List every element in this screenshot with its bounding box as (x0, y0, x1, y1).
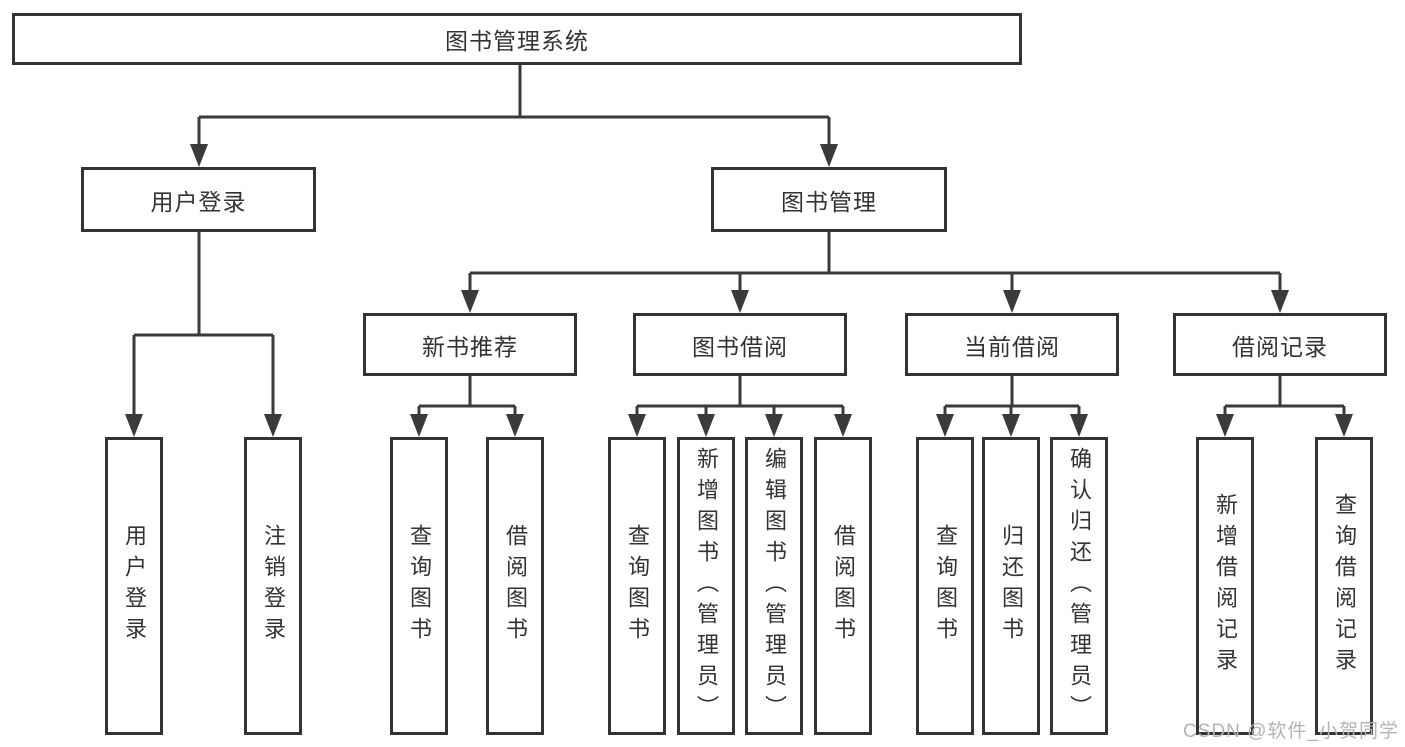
node-label: 查询图书 (625, 524, 650, 648)
node-label: 查询图书 (407, 524, 432, 648)
node-label: 注销登录 (261, 524, 286, 648)
leaf-current-confirm-return-admin: 确认归还（管理员） (1050, 437, 1108, 735)
connector-root-to-level2 (190, 65, 838, 167)
node-label: 当前借阅 (964, 333, 1060, 360)
leaf-borrow-add-books-admin: 新增图书（管理员） (677, 437, 735, 735)
node-label: 用户登录 (150, 188, 247, 215)
node-new-book-recommendation: 新书推荐 (363, 313, 577, 376)
node-label: 新增借阅记录 (1213, 493, 1238, 679)
watermark: CSDN @软件_小贺同学 (1183, 721, 1399, 742)
node-book-management: 图书管理 (711, 167, 947, 232)
connector-book-borrowing-to-leaves (628, 376, 852, 437)
node-root: 图书管理系统 (12, 13, 1022, 65)
leaf-borrow-borrow-books: 借阅图书 (814, 437, 872, 735)
leaf-user-login: 用户登录 (105, 437, 163, 735)
leaf-recommend-query-books: 查询图书 (390, 437, 448, 735)
connector-user-login-to-leaves (125, 232, 282, 437)
leaf-records-add-record: 新增借阅记录 (1196, 437, 1254, 735)
node-label: 借阅记录 (1232, 333, 1328, 360)
node-current-borrowing: 当前借阅 (905, 313, 1119, 376)
node-label: 查询借阅记录 (1332, 493, 1357, 679)
node-label: 归还图书 (999, 524, 1024, 648)
leaf-logout: 注销登录 (244, 437, 302, 735)
node-label: 编辑图书（管理员） (762, 446, 787, 726)
leaf-current-return-books: 归还图书 (982, 437, 1040, 735)
connector-new-book-recommendation-to-leaves (410, 376, 524, 437)
connector-borrowing-records-to-leaves (1216, 376, 1353, 437)
node-user-login: 用户登录 (81, 167, 316, 232)
node-label: 借阅图书 (831, 524, 856, 648)
connector-current-borrowing-to-leaves (936, 376, 1088, 437)
node-label: 确认归还（管理员） (1067, 446, 1092, 726)
connector-book-management-to-level3 (461, 232, 1289, 313)
leaf-borrow-query-books: 查询图书 (608, 437, 666, 735)
leaf-current-query-books: 查询图书 (916, 437, 974, 735)
node-label: 图书借阅 (692, 333, 788, 360)
node-label: 图书管理 (781, 188, 877, 215)
node-book-borrowing: 图书借阅 (633, 313, 847, 376)
node-label: 图书管理系统 (445, 28, 589, 54)
node-label: 新增图书（管理员） (694, 446, 719, 726)
leaf-borrow-edit-books-admin: 编辑图书（管理员） (745, 437, 803, 735)
node-borrowing-records: 借阅记录 (1173, 313, 1387, 376)
leaf-recommend-borrow-books: 借阅图书 (486, 437, 544, 735)
node-label: 查询图书 (933, 524, 958, 648)
node-label: 新书推荐 (422, 333, 518, 360)
node-label: 借阅图书 (503, 524, 528, 648)
leaf-records-query-record: 查询借阅记录 (1315, 437, 1373, 735)
node-label: 用户登录 (122, 524, 147, 648)
